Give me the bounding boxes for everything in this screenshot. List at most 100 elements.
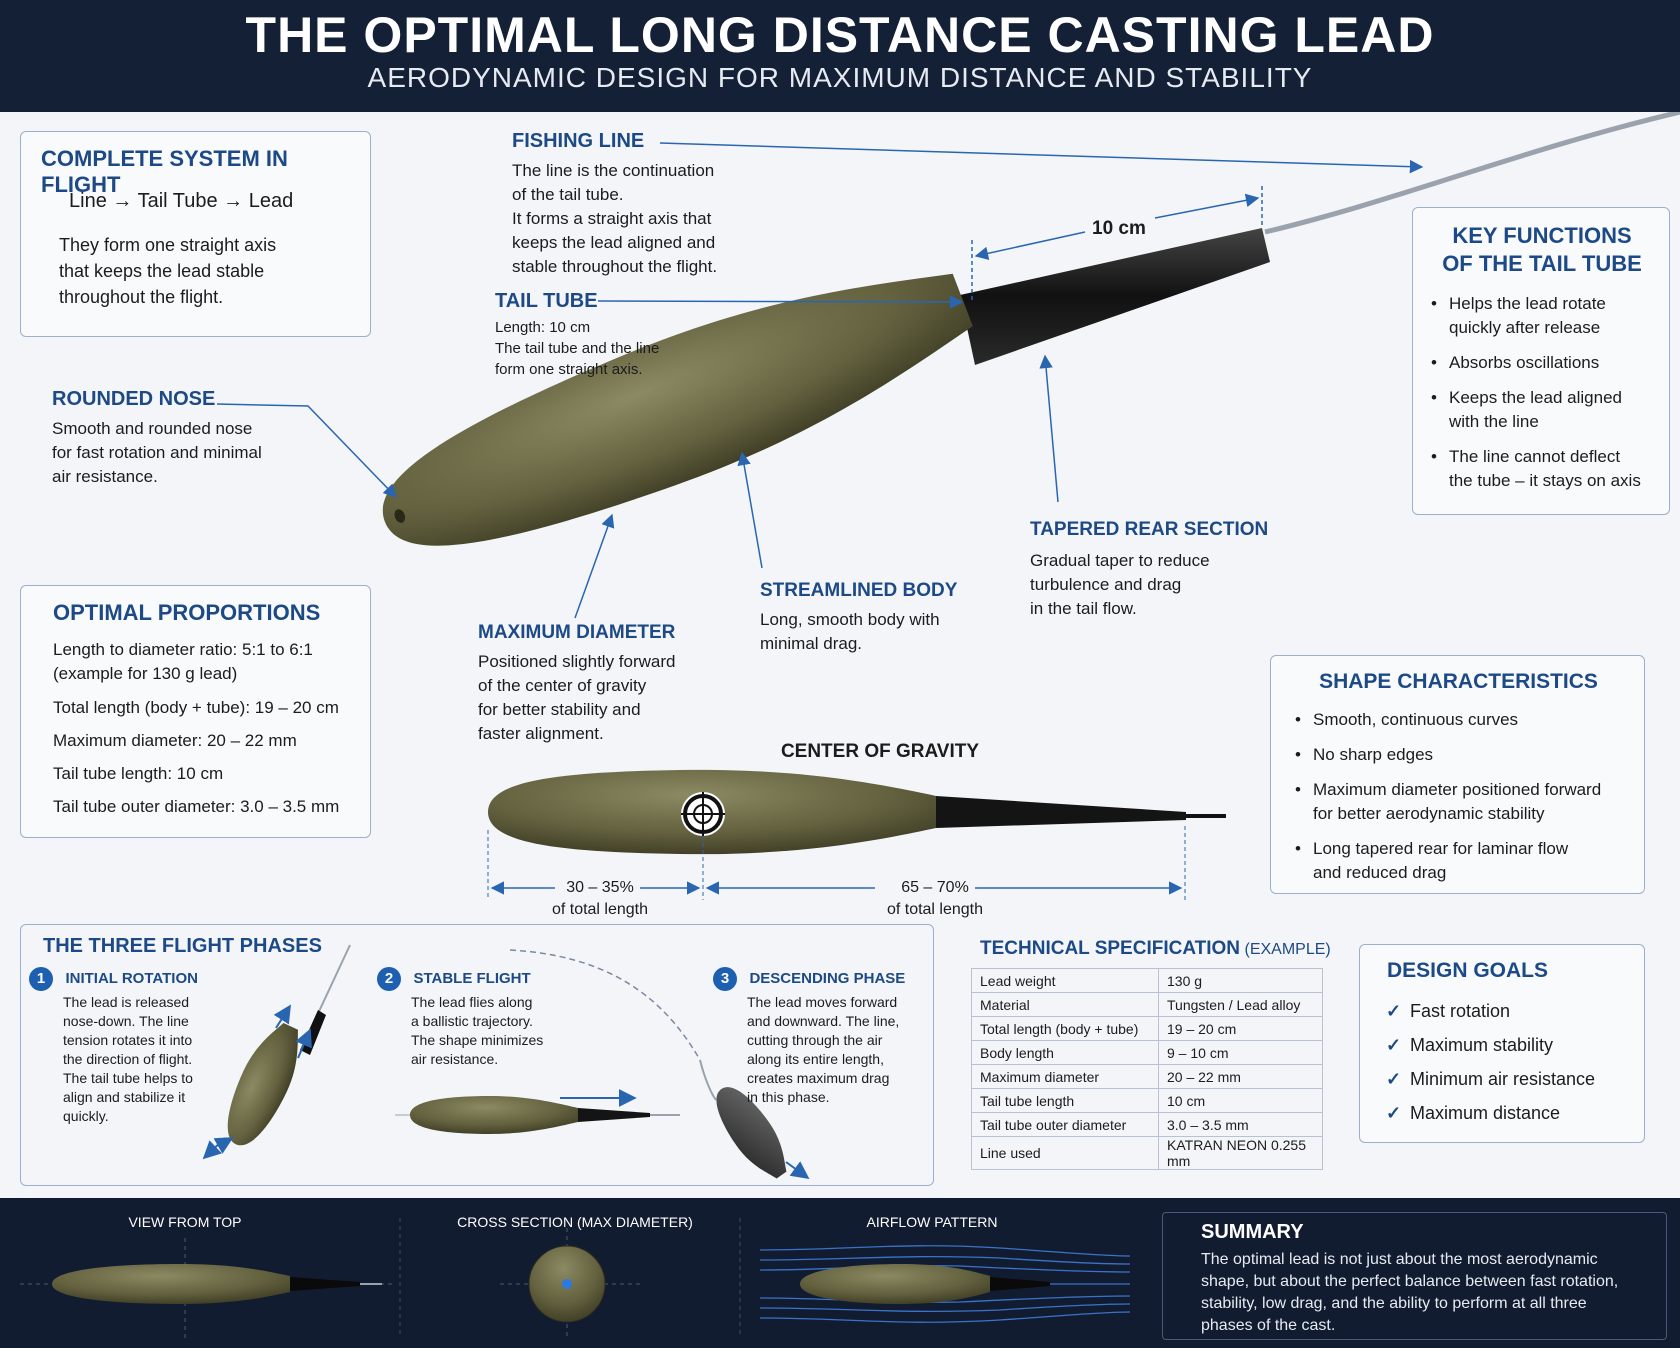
header-banner: THE OPTIMAL LONG DISTANCE CASTING LEAD A… [0,0,1680,112]
list-item: Smooth, continuous curves [1291,708,1636,732]
spec-value-cell: 20 – 22 mm [1158,1064,1323,1089]
phase1-lead-graphic [202,944,351,1160]
rounded-nose-label: ROUNDED NOSE Smooth and rounded nose for… [52,388,262,486]
goals-box: DESIGN GOALS ✓Fast rotation ✓Maximum sta… [1359,944,1645,1143]
list-item: ✓Maximum stability [1386,1035,1554,1055]
phase-title: STABLE FLIGHT [413,970,531,987]
spec-value-cell: Tungsten / Lead alloy [1158,992,1323,1017]
shape-list: Smooth, continuous curves No sharp edges… [1291,708,1636,896]
spec-value-cell: KATRAN NEON 0.255 mm [1158,1136,1323,1170]
airflow-label: AIRFLOW PATTERN [866,1214,998,1230]
shape-title: SHAPE CHARACTERISTICS [1319,670,1598,693]
view-top-label: VIEW FROM TOP [128,1214,242,1230]
tail-tube-dimension: 10 cm [1092,218,1146,239]
cog-title: CENTER OF GRAVITY [780,741,980,762]
check-icon: ✓ [1386,1035,1402,1055]
spec-value-cell: 9 – 10 cm [1158,1040,1323,1065]
spec-label-cell: Maximum diameter [971,1064,1159,1089]
phase-title: INITIAL ROTATION [65,970,198,987]
max-diameter-label: MAXIMUM DIAMETER Positioned slightly for… [478,622,676,743]
proportion-line: Length to diameter ratio: 5:1 to 6:1(exa… [53,640,313,683]
goals-title: DESIGN GOALS [1387,959,1549,982]
spec-label-cell: Body length [971,1040,1159,1065]
spec-label-cell: Tail tube length [971,1088,1159,1113]
check-icon: ✓ [1386,1069,1402,1089]
tapered-rear-label: TAPERED REAR SECTION Gradual taper to re… [1030,519,1269,618]
spec-value-cell: 130 g [1158,968,1323,993]
cog-rear-label: 65 – 70% of total length [886,879,984,918]
phase2-lead-graphic [395,1089,680,1134]
lead-body-graphic [382,273,973,546]
phases-box: THE THREE FLIGHT PHASES 1 INITIAL ROTATI… [20,924,934,1186]
phase3-lead-graphic [509,949,810,1180]
phases-title: THE THREE FLIGHT PHASES [43,935,322,957]
cross-section-label: CROSS SECTION (MAX DIAMETER) [457,1214,693,1230]
spec-value-cell: 10 cm [1158,1088,1323,1113]
list-item: ✓Maximum distance [1386,1103,1561,1123]
proportion-line: Maximum diameter: 20 – 22 mm [53,731,297,750]
phase-number-badge: 1 [29,967,53,991]
footer-graphics [20,1218,1131,1340]
proportion-line: Tail tube length: 10 cm [53,764,224,783]
tail-tube-label: TAIL TUBE Length: 10 cm The tail tube an… [495,290,660,378]
spec-value-cell: 19 – 20 cm [1158,1016,1323,1041]
page-subtitle: AERODYNAMIC DESIGN FOR MAXIMUM DISTANCE … [367,62,1313,93]
cog-front-label: 30 – 35% of total length [551,879,649,918]
spec-label-cell: Tail tube outer diameter [971,1112,1159,1137]
goals-list: ✓Fast rotation ✓Maximum stability ✓Minim… [1384,999,1595,1135]
system-chain: Line → Tail Tube → Lead [69,190,294,212]
check-icon: ✓ [1386,1001,1402,1021]
system-box: COMPLETE SYSTEM IN FLIGHT Line → Tail Tu… [20,131,371,337]
list-item: ✓Minimum air resistance [1386,1069,1596,1089]
spec-label-cell: Lead weight [971,968,1159,993]
spec-label-cell: Line used [971,1136,1159,1170]
summary-title: SUMMARY [1201,1221,1304,1243]
spec-title: TECHNICAL SPECIFICATION (EXAMPLE) [980,938,1331,959]
proportion-line: Tail tube outer diameter: 3.0 – 3.5 mm [53,797,340,816]
list-item: Absorbs oscillations [1427,351,1663,375]
footer-panel: VIEW FROM TOP CROSS SECTION (MAX DIAMETE… [0,1198,1680,1348]
key-functions-box: KEY FUNCTIONS OF THE TAIL TUBE Helps the… [1412,207,1670,515]
summary-box: SUMMARY The optimal lead is not just abo… [1162,1212,1667,1340]
streamlined-body-label: STREAMLINED BODY Long, smooth body with … [760,580,958,653]
spec-value-cell: 3.0 – 3.5 mm [1158,1112,1323,1137]
spec-label-cell: Total length (body + tube) [971,1016,1159,1041]
main-illustration [202,112,1680,1180]
summary-text: The optimal lead is not just about the m… [1201,1251,1619,1334]
spec-label-cell: Material [971,992,1159,1017]
phase-title: DESCENDING PHASE [749,970,906,987]
page-title: THE OPTIMAL LONG DISTANCE CASTING LEAD [245,7,1435,63]
proportions-box: OPTIMAL PROPORTIONS Length to diameter r… [20,585,371,838]
phase-3: 3 DESCENDING PHASE The lead moves forwar… [713,967,905,1107]
system-title: COMPLETE SYSTEM IN FLIGHT [41,146,288,197]
table-row: Total length (body + tube)19 – 20 cm [971,1016,1323,1041]
list-item: No sharp edges [1291,743,1636,767]
tail-tube-graphic [960,228,1270,365]
proportion-line: Total length (body + tube): 19 – 20 cm [53,698,339,717]
proportions-title: OPTIMAL PROPORTIONS [53,600,321,625]
phase-number-badge: 2 [377,967,401,991]
shape-box: SHAPE CHARACTERISTICS Smooth, continuous… [1270,655,1645,894]
list-item: ✓Fast rotation [1386,1001,1511,1021]
cog-lead-graphic [488,769,1226,855]
check-icon: ✓ [1386,1103,1402,1123]
fishing-line-label: FISHING LINE The line is the continuatio… [512,130,718,276]
fishing-line-graphic [1264,112,1680,235]
phase-number-badge: 3 [713,967,737,991]
